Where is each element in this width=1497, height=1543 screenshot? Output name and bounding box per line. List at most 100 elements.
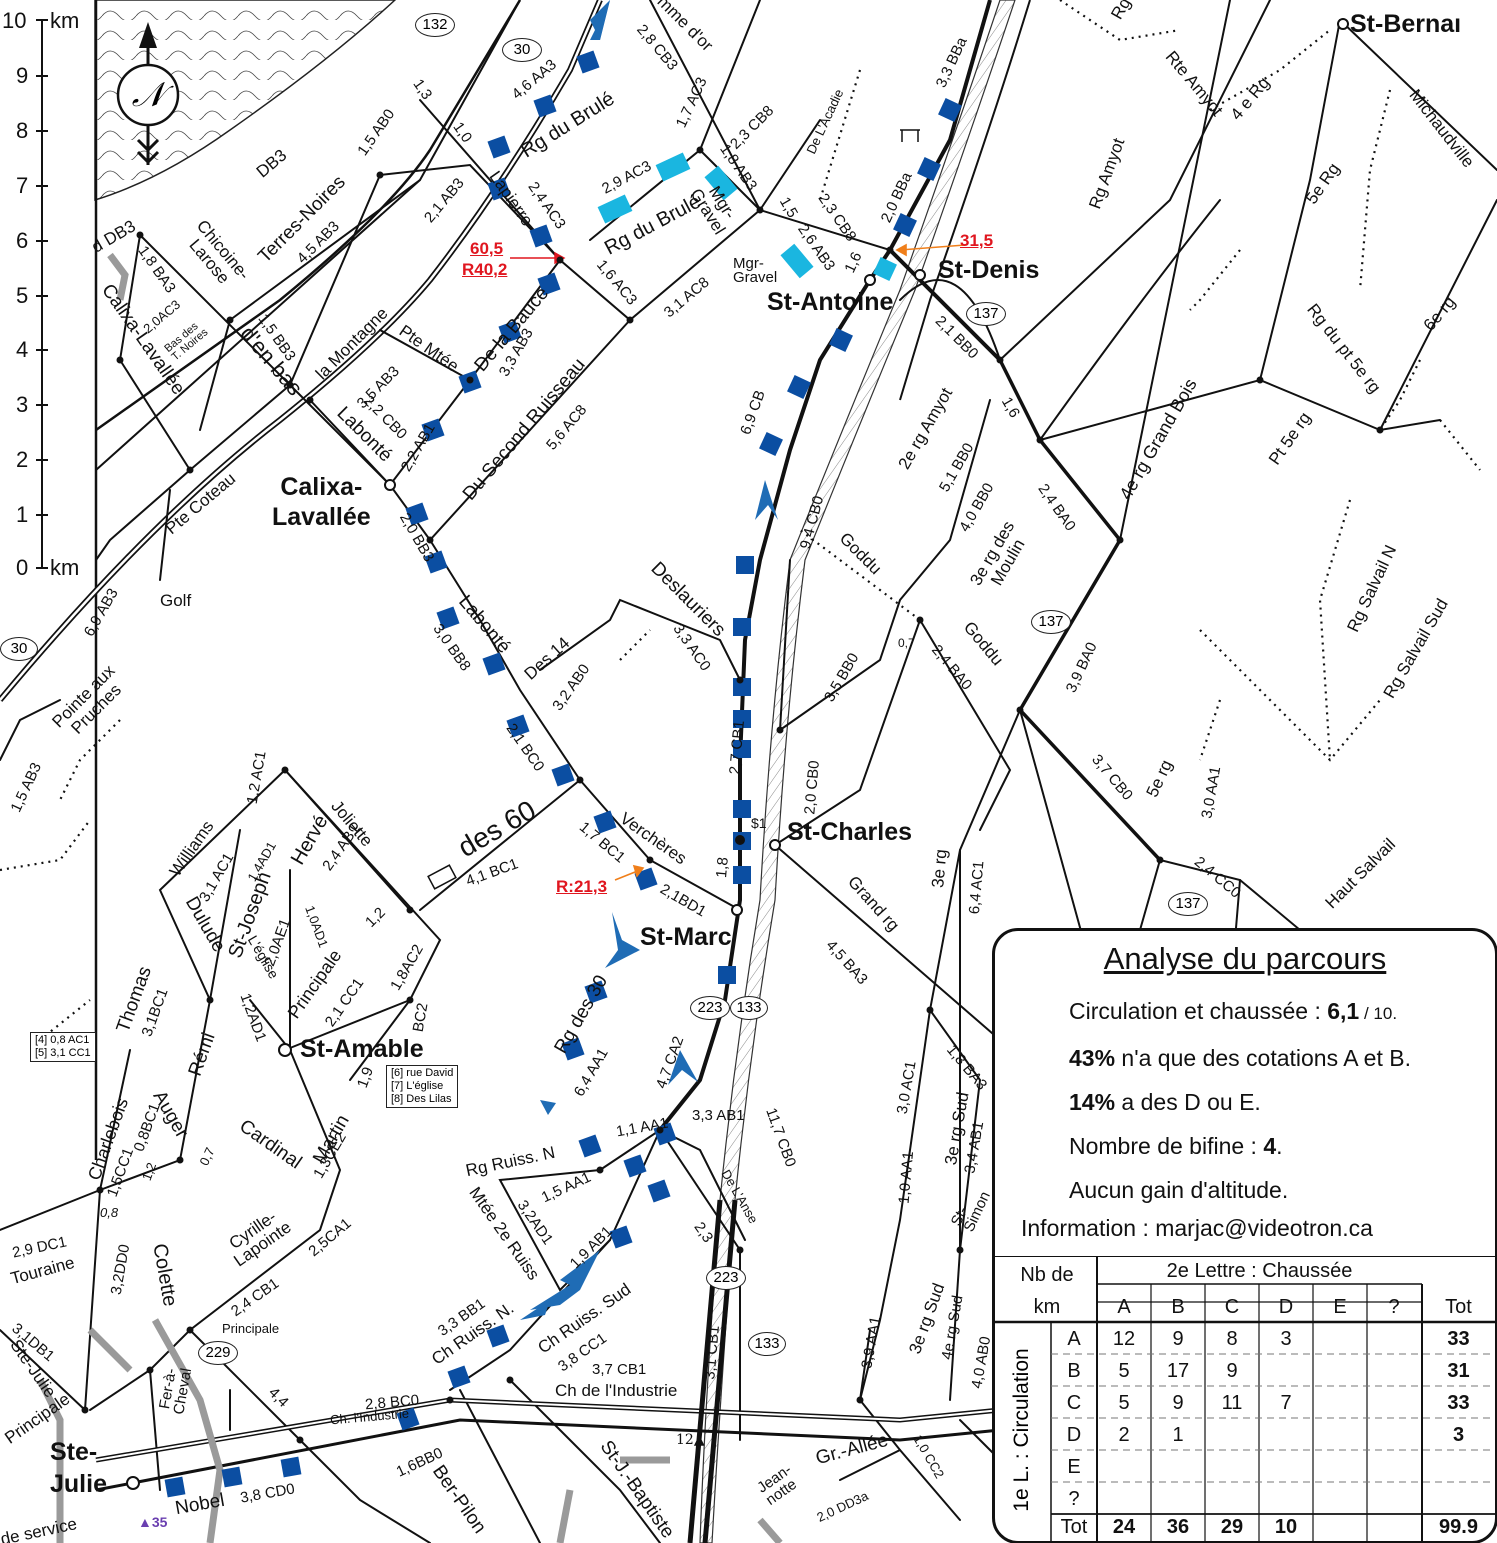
town-st-bernard: St-Bernaı — [1350, 10, 1462, 38]
route-shield: 137 — [1168, 892, 1208, 916]
col-header: Tot — [1445, 1296, 1472, 1318]
panel-line-info: Information : marjac@videotron.ca — [1021, 1215, 1373, 1241]
segment-code: 0,8 — [100, 1205, 119, 1220]
misc-marker-12: 12▲ — [676, 1432, 705, 1448]
panel-line-traffic: Circulation et chaussée : 6,1 / 10. — [1069, 998, 1398, 1024]
table-corner-top: Nb de — [1020, 1264, 1074, 1286]
scale-tick: 0 — [16, 555, 29, 580]
table-cell: 2 — [1118, 1424, 1130, 1446]
route-shield: 133 — [748, 1332, 786, 1356]
table-cell: 5 — [1118, 1360, 1130, 1382]
red-label-r402: R40,2 — [462, 260, 508, 279]
town-ste-julie: Ste- Julie — [50, 1438, 107, 1498]
scale-tick: 3 — [16, 392, 29, 417]
panel-line-bifine: Nombre de bifine : 4. — [1069, 1133, 1283, 1159]
col-header: B — [1171, 1296, 1185, 1318]
red-label-315: 31,5 — [960, 231, 994, 250]
table-cell: 17 — [1166, 1360, 1190, 1382]
red-label-r213: R:21,3 — [556, 877, 608, 896]
scale-tick: 2 — [16, 447, 29, 472]
row-total: 3 — [1452, 1424, 1465, 1446]
col-header: A — [1117, 1296, 1131, 1318]
table-corner-bottom: km — [1033, 1296, 1061, 1318]
scale-unit-top: km — [50, 8, 80, 33]
panel-line-de: 14% a des D ou E. — [1069, 1089, 1261, 1115]
row-label: D — [1066, 1424, 1082, 1446]
town-calixa-lavallee: Calixa- Lavallée — [272, 473, 371, 531]
road-label: 3e rg — [928, 848, 951, 889]
scale-tick: 7 — [16, 173, 29, 198]
table-cell: 8 — [1226, 1328, 1238, 1350]
scale-tick: 10 — [2, 8, 27, 33]
table-cell: 11 — [1221, 1392, 1243, 1414]
table-cell: 5 — [1118, 1392, 1130, 1414]
route-shield: 30 — [502, 38, 542, 62]
row-total: 33 — [1447, 1328, 1470, 1350]
scale-tick: 4 — [16, 337, 29, 362]
tot-cell: 36 — [1166, 1516, 1190, 1538]
misc-marker-35: ▲35 — [138, 1514, 168, 1530]
red-label-605: 60,5 — [470, 239, 504, 258]
alt-markers — [597, 152, 897, 281]
north-compass: 𝒩 — [116, 22, 180, 165]
row-label: A — [1067, 1328, 1081, 1350]
misc-dollar: $1 — [751, 815, 767, 831]
panel-title: Analyse du parcours — [1103, 941, 1387, 976]
segment-code: 6,4 AC1 — [965, 860, 988, 915]
table-cell: 1 — [1172, 1424, 1184, 1446]
road-label: Mgr- Gravel — [733, 255, 778, 286]
river — [94, 0, 397, 202]
table-cell: 7 — [1280, 1392, 1292, 1414]
town-st-antoine: St-Antoine — [767, 288, 894, 316]
road-label: Golf — [160, 591, 192, 610]
scale-tick: 5 — [16, 283, 29, 308]
grand-total: 99.9 — [1439, 1516, 1478, 1538]
route-shield: 223 — [690, 996, 730, 1020]
route-markers — [164, 50, 962, 1498]
col-header: D — [1278, 1296, 1294, 1318]
direction-arrows — [520, 0, 778, 1320]
rating-table: Nb de km 2e Lettre : Chaussée 1e L. : Ci… — [995, 1256, 1495, 1541]
route-shield: 137 — [1031, 610, 1071, 634]
segment-code: 1,0 AA1 — [895, 1150, 918, 1205]
tot-label: Tot — [1060, 1516, 1088, 1538]
scale-tick: 1 — [16, 502, 29, 527]
analysis-panel: Analyse du parcours Circulation et chaus… — [992, 928, 1497, 1543]
col-header: C — [1224, 1296, 1240, 1318]
route-shield: 137 — [966, 302, 1006, 326]
info-box-left: [4] 0,8 AC1 [5] 3,1 CC1 — [30, 1032, 96, 1062]
road-label: Ch de l'Industrie — [555, 1381, 678, 1400]
table-cell: 3 — [1280, 1328, 1292, 1350]
town-st-denis: St-Denis — [938, 256, 1040, 284]
route-shield: 223 — [706, 1266, 746, 1290]
town-st-charles: St-Charles — [787, 818, 913, 846]
scale-unit-bottom: km — [50, 555, 80, 580]
tot-cell: 10 — [1274, 1516, 1298, 1538]
route-shield: 132 — [415, 13, 455, 37]
route-shield: 30 — [0, 637, 38, 661]
table-row-group: 1e L. : Circulation — [1010, 1348, 1033, 1512]
route-shield: 229 — [198, 1341, 238, 1365]
table-cell: 9 — [1172, 1328, 1184, 1350]
distance-scale — [36, 19, 48, 569]
row-label: ? — [1068, 1488, 1080, 1510]
segment-code: 3,7 CB1 — [592, 1361, 647, 1378]
panel-line-ab: 43% n'a que des cotations A et B. — [1069, 1045, 1411, 1071]
road-label: Principale — [222, 1321, 280, 1336]
row-label: B — [1067, 1360, 1081, 1382]
segment-code: 1,8 — [713, 856, 732, 879]
table-cell: 9 — [1172, 1392, 1184, 1414]
tot-cell: 24 — [1112, 1516, 1136, 1538]
panel-line-altitude: Aucun gain d'altitude. — [1069, 1177, 1289, 1203]
row-label: C — [1066, 1392, 1082, 1414]
scale-tick: 9 — [16, 63, 29, 88]
table-cell: 9 — [1226, 1360, 1238, 1382]
scale-tick: 8 — [16, 118, 29, 143]
row-label: E — [1067, 1456, 1081, 1478]
col-header: ? — [1388, 1296, 1400, 1318]
row-total: 33 — [1447, 1392, 1470, 1414]
table-cell: 12 — [1112, 1328, 1136, 1350]
col-header: E — [1333, 1296, 1347, 1318]
